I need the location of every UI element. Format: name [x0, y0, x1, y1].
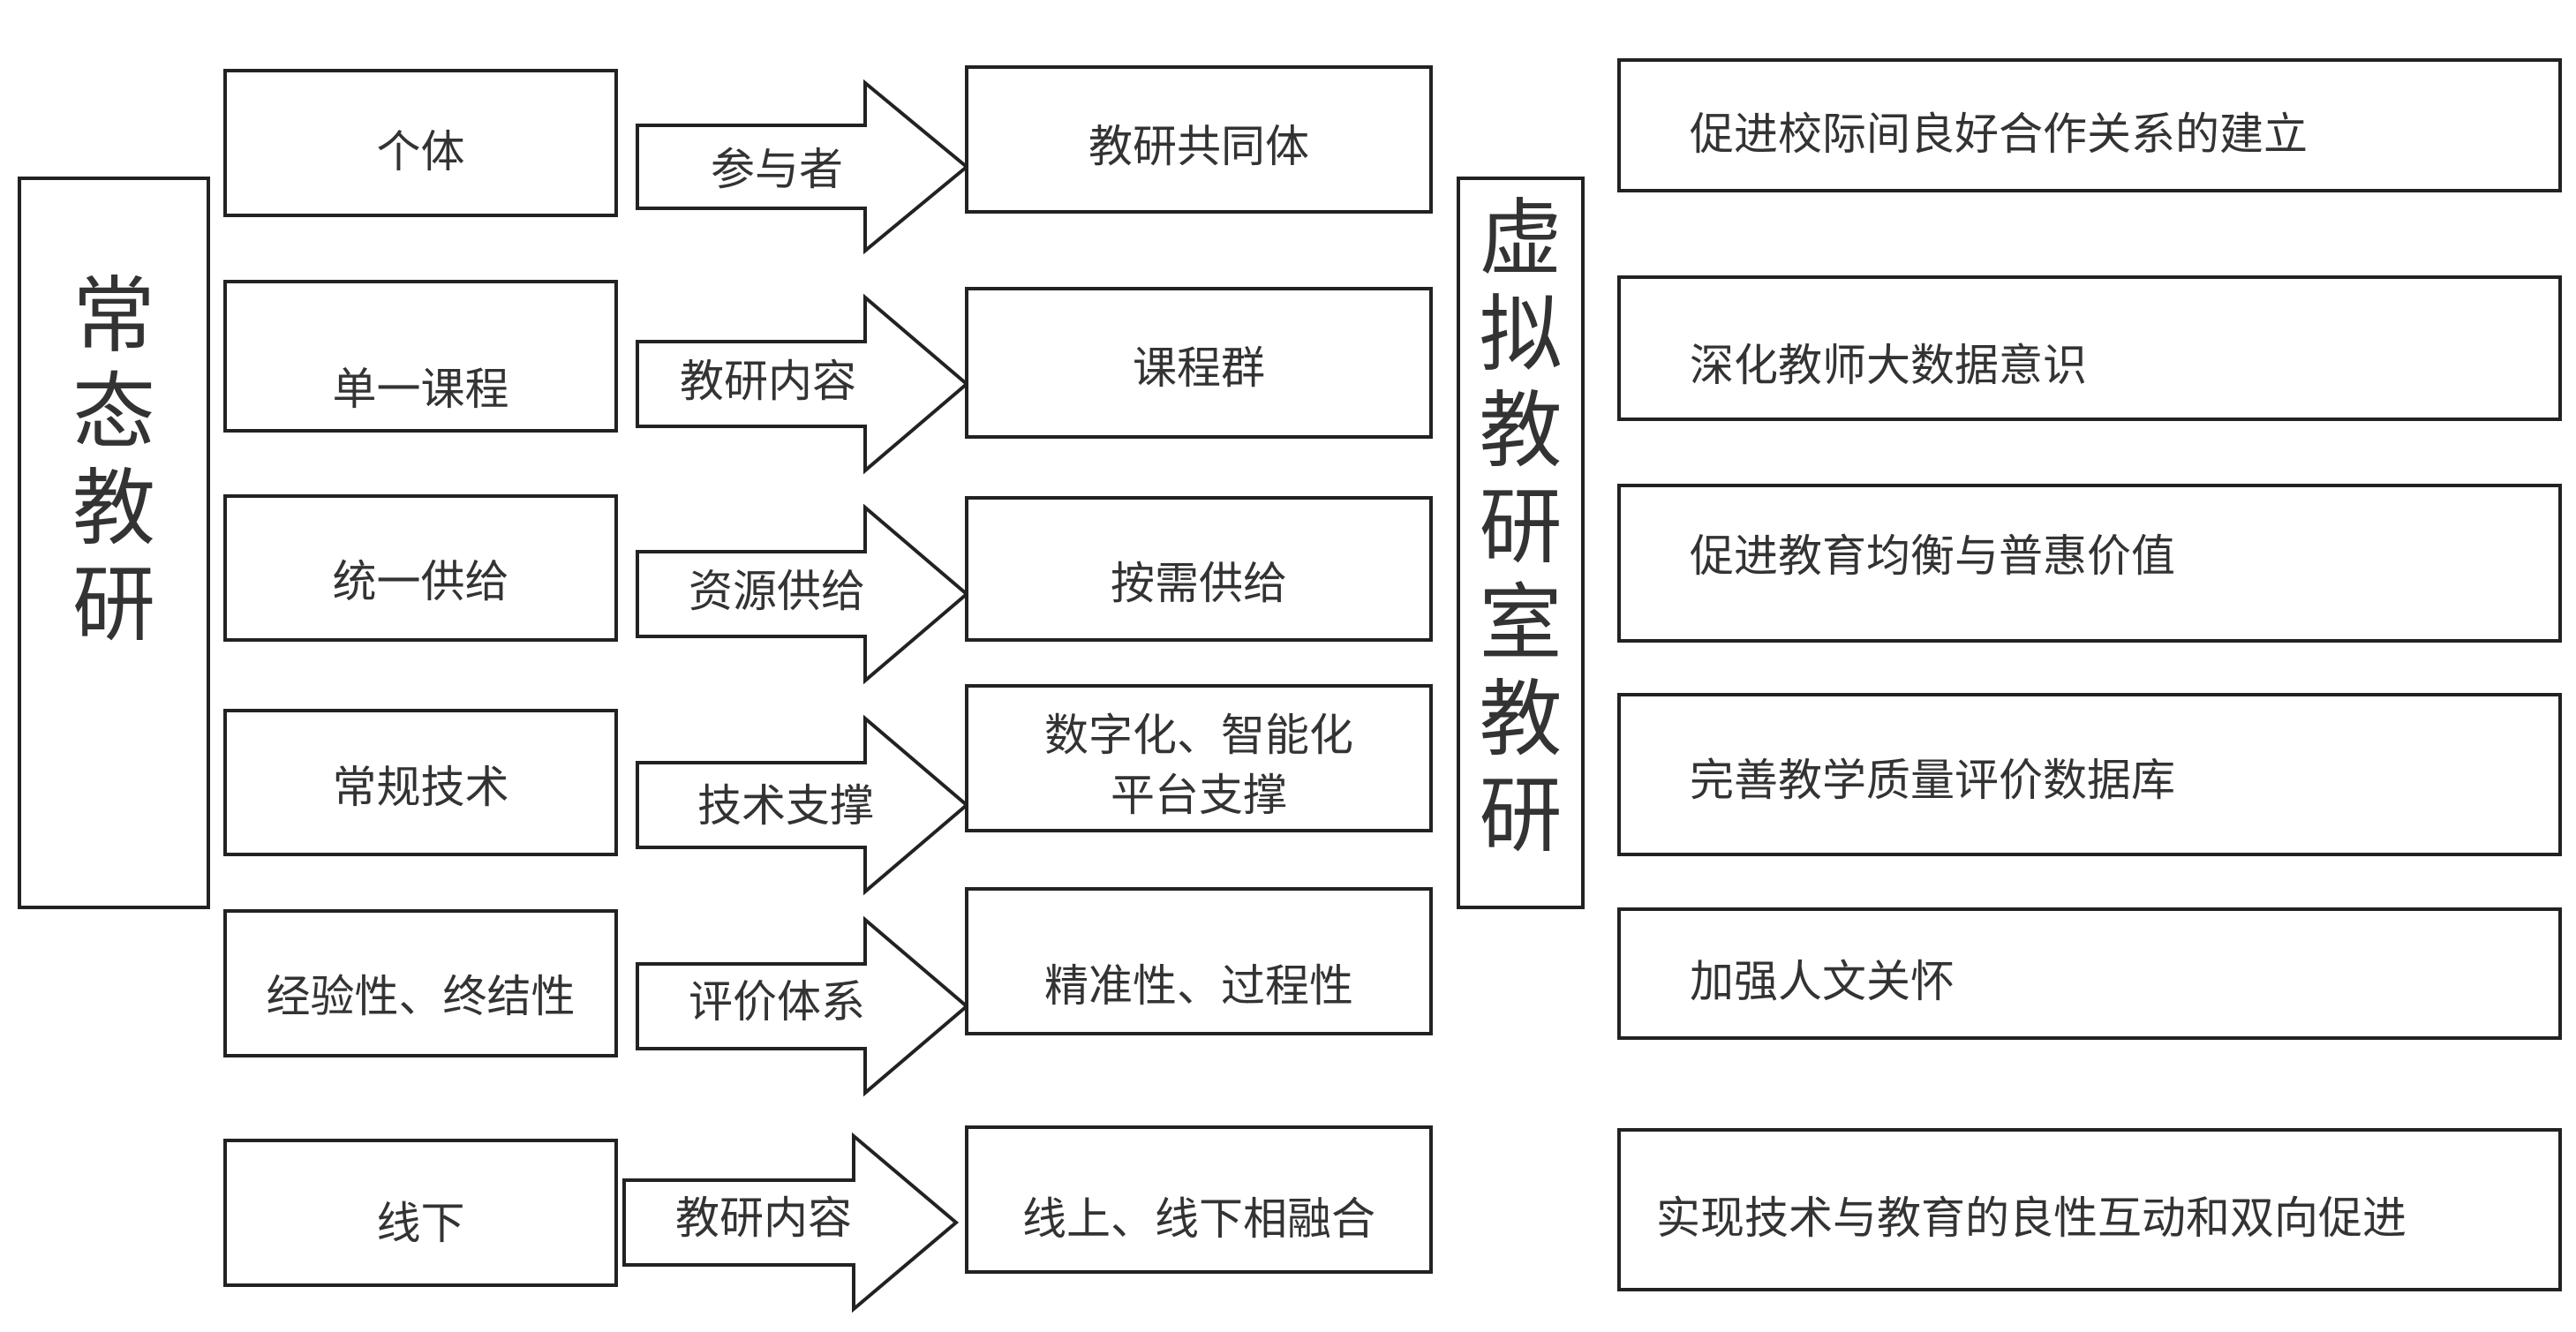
middle-title-char: 室 [1479, 576, 1563, 673]
outcome-box: 完善教学质量评价数据库 [1617, 693, 2562, 856]
outcome-text: 实现技术与教育的良性互动和双向促进 [1656, 1193, 2407, 1244]
middle-title-char: 虚 [1479, 191, 1563, 287]
left-title: 常 态 教 研 [21, 268, 207, 653]
arrow-shape [636, 915, 970, 1097]
outcome-text: 促进教育均衡与普惠价值 [1690, 531, 2175, 582]
arrow-label: 技术支撑 [697, 780, 874, 832]
outcome-text: 加强人文关怀 [1690, 956, 1955, 1007]
left-title-char: 教 [72, 461, 155, 558]
left-title-box: 常 态 教 研 [18, 177, 210, 909]
arrow-shape [636, 79, 970, 255]
outcome-text: 完善教学质量评价数据库 [1690, 755, 2175, 806]
arrow-shape [636, 293, 970, 475]
from-text: 统一供给 [332, 556, 509, 607]
to-box: 课程群 [965, 287, 1433, 439]
arrow-label: 教研内容 [675, 1193, 852, 1244]
from-box: 经验性、终结性 [223, 909, 618, 1057]
middle-title-char: 拟 [1479, 287, 1563, 384]
outcome-box: 深化教师大数据意识 [1617, 275, 2562, 421]
to-text: 线上、线下相融合 [1022, 1193, 1375, 1245]
arrow-shape [622, 1132, 960, 1313]
from-text: 单一课程 [332, 364, 509, 415]
to-text: 精准性、过程性 [1044, 960, 1353, 1012]
to-text: 教研共同体 [1088, 121, 1309, 172]
from-box: 常规技术 [223, 709, 618, 856]
arrow-shape [636, 503, 970, 685]
left-title-char: 研 [72, 557, 155, 654]
to-box: 数字化、智能化 平台支撑 [965, 684, 1433, 832]
arrow-label: 教研内容 [680, 356, 856, 407]
to-text: 按需供给 [1111, 558, 1287, 609]
outcome-box: 促进校际间良好合作关系的建立 [1617, 58, 2562, 192]
middle-title-char: 研 [1479, 479, 1563, 576]
left-title-char: 态 [72, 365, 155, 462]
middle-title-char: 研 [1479, 768, 1563, 865]
middle-title-char: 教 [1479, 383, 1563, 480]
from-text: 经验性、终结性 [266, 971, 576, 1022]
to-box: 按需供给 [965, 496, 1433, 642]
from-box: 单一课程 [223, 280, 618, 433]
to-box: 教研共同体 [965, 65, 1433, 214]
outcome-text: 深化教师大数据意识 [1690, 340, 2087, 391]
from-text: 线下 [376, 1198, 465, 1249]
middle-title-box: 虚 拟 教 研 室 教 研 [1457, 177, 1585, 909]
outcome-box: 加强人文关怀 [1617, 907, 2562, 1040]
to-text: 平台支撑 [1111, 770, 1287, 821]
left-title-char: 常 [72, 268, 155, 365]
to-text: 课程群 [1133, 342, 1265, 394]
outcome-text: 促进校际间良好合作关系的建立 [1690, 109, 2308, 160]
to-box: 精准性、过程性 [965, 887, 1433, 1035]
arrow-label: 评价体系 [689, 976, 865, 1027]
to-text: 数字化、智能化 [1044, 710, 1353, 761]
arrow-label: 参与者 [711, 144, 843, 195]
middle-title-char: 教 [1479, 672, 1563, 769]
from-box: 个体 [223, 69, 618, 217]
arrow-label: 资源供给 [689, 566, 865, 617]
outcome-box: 促进教育均衡与普惠价值 [1617, 484, 2562, 643]
outcome-box: 实现技术与教育的良性互动和双向促进 [1617, 1128, 2562, 1291]
from-box: 线下 [223, 1139, 618, 1287]
arrow-shape [636, 714, 970, 896]
to-box: 线上、线下相融合 [965, 1125, 1433, 1274]
from-box: 统一供给 [223, 494, 618, 642]
from-text: 个体 [376, 126, 465, 177]
middle-title: 虚 拟 教 研 室 教 研 [1460, 191, 1581, 864]
from-text: 常规技术 [332, 762, 509, 813]
